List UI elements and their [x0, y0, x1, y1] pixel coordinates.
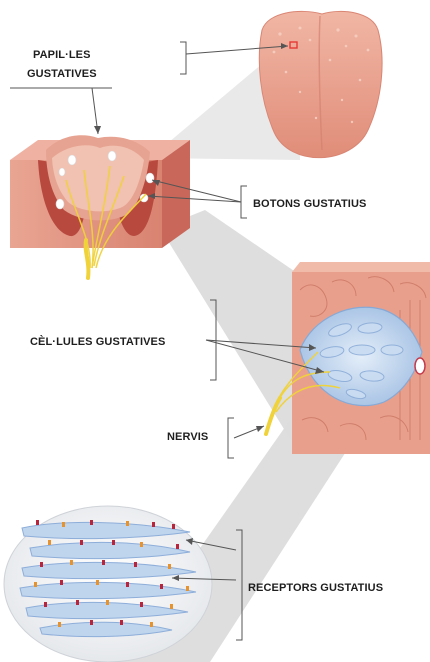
- label-botons-gustatius: BOTONS GUSTATIUS: [253, 197, 366, 211]
- bracket-botons: [241, 186, 247, 218]
- bracket-papilles: [180, 42, 186, 74]
- papilla-cross-section: [10, 135, 190, 278]
- label-receptors-gustatius: RECEPTORS GUSTATIUS: [248, 581, 383, 595]
- tongue-illustration: [259, 11, 382, 157]
- receptors-magnified-view: [4, 506, 212, 662]
- label-nervis: NERVIS: [167, 430, 208, 444]
- label-papilles-line2: GUSTATIVES: [27, 67, 97, 81]
- label-cellules-gustatives: CÈL·LULES GUSTATIVES: [30, 335, 165, 349]
- bracket-nervis: [228, 418, 234, 458]
- label-papilles-line1: PAPIL·LES: [33, 48, 91, 62]
